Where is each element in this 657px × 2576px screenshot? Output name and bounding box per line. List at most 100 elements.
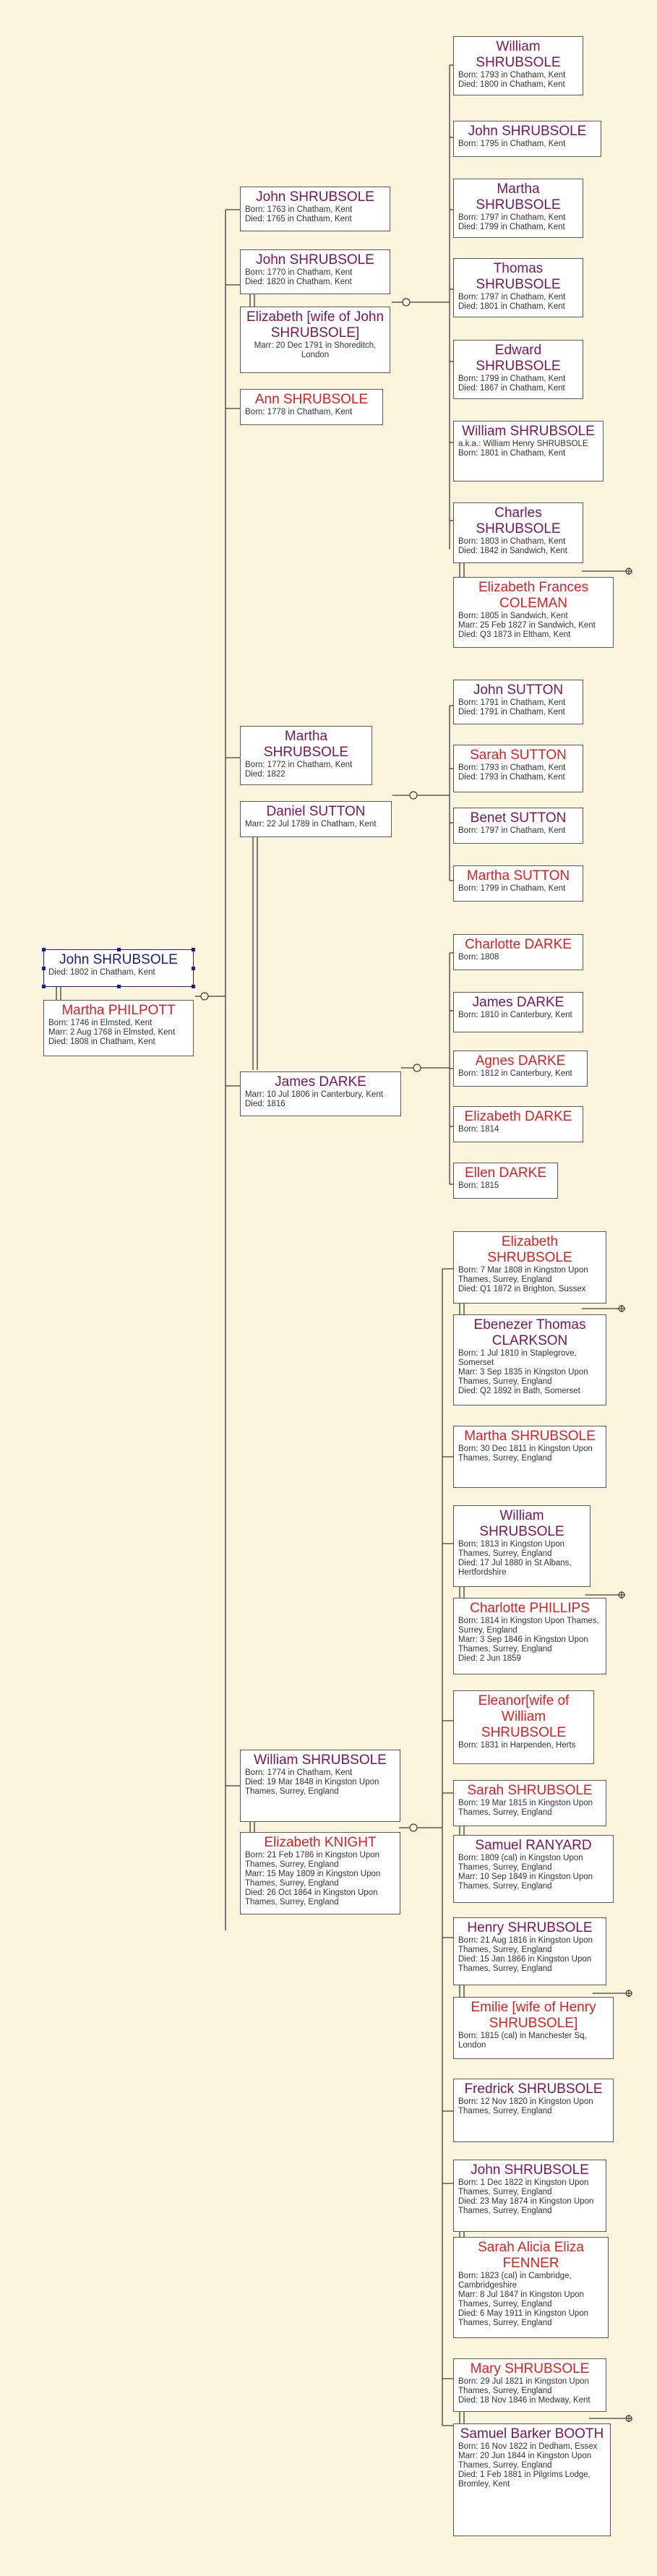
person-details: Born: 1793 in Chatham, Kent Died: 1800 i…: [458, 71, 566, 89]
spouse-box[interactable]: Elizabeth [wife of John SHRUBSOLE] Marr:…: [240, 307, 390, 373]
person-box[interactable]: Agnes DARKE Born: 1812 in Canterbury, Ke…: [453, 1050, 588, 1087]
person-details: Born: 19 Mar 1815 in Kingston Upon Thame…: [458, 1799, 593, 1817]
person-details: Born: 1 Dec 1822 in Kingston Upon Thames…: [458, 2178, 594, 2215]
person-name: Elizabeth SHRUBSOLE: [487, 1234, 572, 1265]
person-box[interactable]: William SHRUBSOLE Born: 1774 in Chatham,…: [240, 1750, 400, 1822]
person-box[interactable]: Charles SHRUBSOLE Born: 1803 in Chatham,…: [453, 502, 583, 563]
person-box[interactable]: William SHRUBSOLE Born: 1793 in Chatham,…: [453, 36, 583, 95]
person-details: Born: 1803 in Chatham, Kent Died: 1842 i…: [458, 537, 567, 555]
person-name: Thomas SHRUBSOLE: [476, 261, 561, 292]
person-details: Born: 1778 in Chatham, Kent: [245, 408, 353, 416]
person-box[interactable]: John SUTTON Born: 1791 in Chatham, Kent …: [453, 680, 583, 724]
person-name: Agnes DARKE: [475, 1053, 566, 1069]
person-box[interactable]: Martha SHRUBSOLE Born: 1772 in Chatham, …: [240, 726, 372, 785]
spouse-box[interactable]: James DARKE Marr: 10 Jul 1806 in Canterb…: [240, 1071, 401, 1116]
person-box[interactable]: Ellen DARKE Born: 1815: [453, 1163, 558, 1199]
person-name: Emilie [wife of Henry SHRUBSOLE]: [471, 2000, 596, 2031]
spouse-box[interactable]: Martha PHILPOTT Born: 1746 in Elmsted, K…: [43, 1000, 194, 1056]
person-details: Born: 1793 in Chatham, Kent Died: 1793 i…: [458, 763, 566, 782]
person-details: Born: 1805 in Sandwich, Kent Marr: 25 Fe…: [458, 612, 596, 639]
root-person-box[interactable]: John SHRUBSOLE Died: 1802 in Chatham, Ke…: [43, 949, 194, 987]
person-box[interactable]: Ann SHRUBSOLE Born: 1778 in Chatham, Ken…: [240, 389, 383, 425]
person-details: Born: 30 Dec 1811 in Kingston Upon Thame…: [458, 1445, 593, 1463]
spouse-box[interactable]: Samuel RANYARD Born: 1809 (cal) in Kings…: [453, 1835, 614, 1903]
person-name: Sarah SUTTON: [470, 748, 567, 763]
person-details: Born: 1831 in Harpenden, Herts: [458, 1741, 576, 1750]
person-box[interactable]: Martha SUTTON Born: 1799 in Chatham, Ken…: [453, 865, 583, 902]
person-box[interactable]: James DARKE Born: 1810 in Canterbury, Ke…: [453, 992, 583, 1032]
selection-handle[interactable]: [192, 948, 195, 951]
person-box[interactable]: Martha SHRUBSOLE Born: 30 Dec 1811 in Ki…: [453, 1426, 606, 1488]
selection-handle[interactable]: [192, 985, 195, 988]
person-box[interactable]: Martha SHRUBSOLE Born: 1797 in Chatham, …: [453, 179, 583, 238]
person-name: Edward SHRUBSOLE: [476, 343, 561, 374]
person-box[interactable]: Henry SHRUBSOLE Born: 21 Aug 1816 in Kin…: [453, 1917, 606, 1985]
person-name: Henry SHRUBSOLE: [467, 1920, 593, 1935]
person-box[interactable]: John SHRUBSOLE Born: 1763 in Chatham, Ke…: [240, 187, 390, 231]
spouse-box[interactable]: Ebenezer Thomas CLARKSON Born: 1 Jul 181…: [453, 1314, 606, 1405]
spouse-box[interactable]: Daniel SUTTON Marr: 22 Jul 1789 in Chath…: [240, 801, 392, 837]
person-box[interactable]: William SHRUBSOLE Born: 1813 in Kingston…: [453, 1505, 591, 1587]
person-name: Samuel Barker BOOTH: [460, 2426, 604, 2442]
person-box[interactable]: Sarah SUTTON Born: 1793 in Chatham, Kent…: [453, 745, 583, 792]
person-name: John SHRUBSOLE: [471, 2162, 589, 2178]
person-name: James DARKE: [472, 995, 564, 1010]
person-name: Fredrick SHRUBSOLE: [464, 2081, 603, 2097]
person-name: Elizabeth Frances COLEMAN: [478, 580, 589, 611]
person-name: Elizabeth KNIGHT: [264, 1835, 377, 1850]
person-name: Charlotte DARKE: [465, 937, 572, 952]
spouse-box[interactable]: Samuel Barker BOOTH Born: 16 Nov 1822 in…: [453, 2423, 611, 2536]
selection-handle[interactable]: [117, 948, 121, 951]
person-details: Born: 7 Mar 1808 in Kingston Upon Thames…: [458, 1266, 588, 1293]
selection-handle[interactable]: [42, 985, 46, 988]
spouse-box[interactable]: Elizabeth Frances COLEMAN Born: 1805 in …: [453, 577, 614, 648]
selection-handle[interactable]: [117, 985, 121, 988]
person-details: Born: 1763 in Chatham, Kent Died: 1765 i…: [245, 205, 353, 223]
person-box[interactable]: John SHRUBSOLE Born: 1 Dec 1822 in Kings…: [453, 2160, 606, 2232]
person-name: Mary SHRUBSOLE: [470, 2361, 590, 2376]
spouse-box[interactable]: Sarah Alicia Eliza FENNER Born: 1823 (ca…: [453, 2237, 609, 2338]
person-name: James DARKE: [275, 1074, 366, 1090]
spouse-box[interactable]: Charlotte PHILLIPS Born: 1814 in Kingsto…: [453, 1598, 606, 1674]
person-box[interactable]: Thomas SHRUBSOLE Born: 1797 in Chatham, …: [453, 258, 583, 317]
spouse-box[interactable]: Elizabeth KNIGHT Born: 21 Feb 1786 in Ki…: [240, 1832, 400, 1914]
person-details: Marr: 10 Jul 1806 in Canterbury, Kent Di…: [245, 1090, 383, 1108]
person-box[interactable]: Benet SUTTON Born: 1797 in Chatham, Kent: [453, 808, 583, 844]
person-details: Born: 1815: [458, 1181, 499, 1190]
person-details: Born: 1 Jul 1810 in Staplegrove, Somerse…: [458, 1349, 588, 1395]
person-box[interactable]: Sarah SHRUBSOLE Born: 19 Mar 1815 in Kin…: [453, 1780, 606, 1826]
person-details: Marr: 20 Dec 1791 in Shoreditch, London: [254, 341, 377, 359]
person-details: Born: 1797 in Chatham, Kent Died: 1799 i…: [458, 213, 566, 231]
person-box[interactable]: William SHRUBSOLE a.k.a.: William Henry …: [453, 421, 604, 482]
person-box[interactable]: John SHRUBSOLE Born: 1795 in Chatham, Ke…: [453, 121, 601, 157]
person-box[interactable]: Charlotte DARKE Born: 1808: [453, 934, 583, 970]
spouse-box[interactable]: Eleanor[wife of William SHRUBSOLE Born: …: [453, 1690, 594, 1764]
person-name: John SUTTON: [473, 682, 564, 698]
person-box[interactable]: Elizabeth SHRUBSOLE Born: 7 Mar 1808 in …: [453, 1231, 606, 1304]
person-box[interactable]: Edward SHRUBSOLE Born: 1799 in Chatham, …: [453, 340, 583, 399]
person-name: Charlotte PHILLIPS: [470, 1601, 590, 1616]
person-name: Elizabeth [wife of John SHRUBSOLE]: [246, 309, 385, 341]
person-box[interactable]: Mary SHRUBSOLE Born: 29 Jul 1821 in King…: [453, 2358, 606, 2412]
person-details: Born: 16 Nov 1822 in Dedham, Essex Marr:…: [458, 2442, 598, 2489]
person-details: Born: 21 Aug 1816 in Kingston Upon Thame…: [458, 1936, 593, 1973]
person-details: Born: 1812 in Canterbury, Kent: [458, 1069, 572, 1078]
person-details: Born: 29 Jul 1821 in Kingston Upon Thame…: [458, 2377, 591, 2405]
person-details: Born: 1791 in Chatham, Kent Died: 1791 i…: [458, 698, 566, 716]
person-name: William SHRUBSOLE: [462, 424, 595, 439]
person-name: John SHRUBSOLE: [468, 124, 587, 139]
person-name: Ellen DARKE: [465, 1165, 546, 1181]
person-details: Born: 1797 in Chatham, Kent Died: 1801 i…: [458, 293, 566, 311]
selection-handle[interactable]: [42, 948, 46, 951]
person-box[interactable]: Fredrick SHRUBSOLE Born: 12 Nov 1820 in …: [453, 2079, 614, 2142]
person-details: a.k.a.: William Henry SHRUBSOLE Born: 18…: [458, 440, 588, 458]
selection-handle[interactable]: [192, 967, 195, 970]
person-name: John SHRUBSOLE: [256, 252, 374, 268]
person-box[interactable]: John SHRUBSOLE Born: 1770 in Chatham, Ke…: [240, 249, 390, 294]
person-box[interactable]: Elizabeth DARKE Born: 1814: [453, 1106, 583, 1142]
person-name: Martha SHRUBSOLE: [476, 181, 561, 213]
spouse-box[interactable]: Emilie [wife of Henry SHRUBSOLE] Born: 1…: [453, 1997, 614, 2059]
person-name: Ebenezer Thomas CLARKSON: [473, 1317, 586, 1348]
person-details: Died: 1802 in Chatham, Kent: [48, 968, 155, 977]
selection-handle[interactable]: [42, 967, 46, 970]
